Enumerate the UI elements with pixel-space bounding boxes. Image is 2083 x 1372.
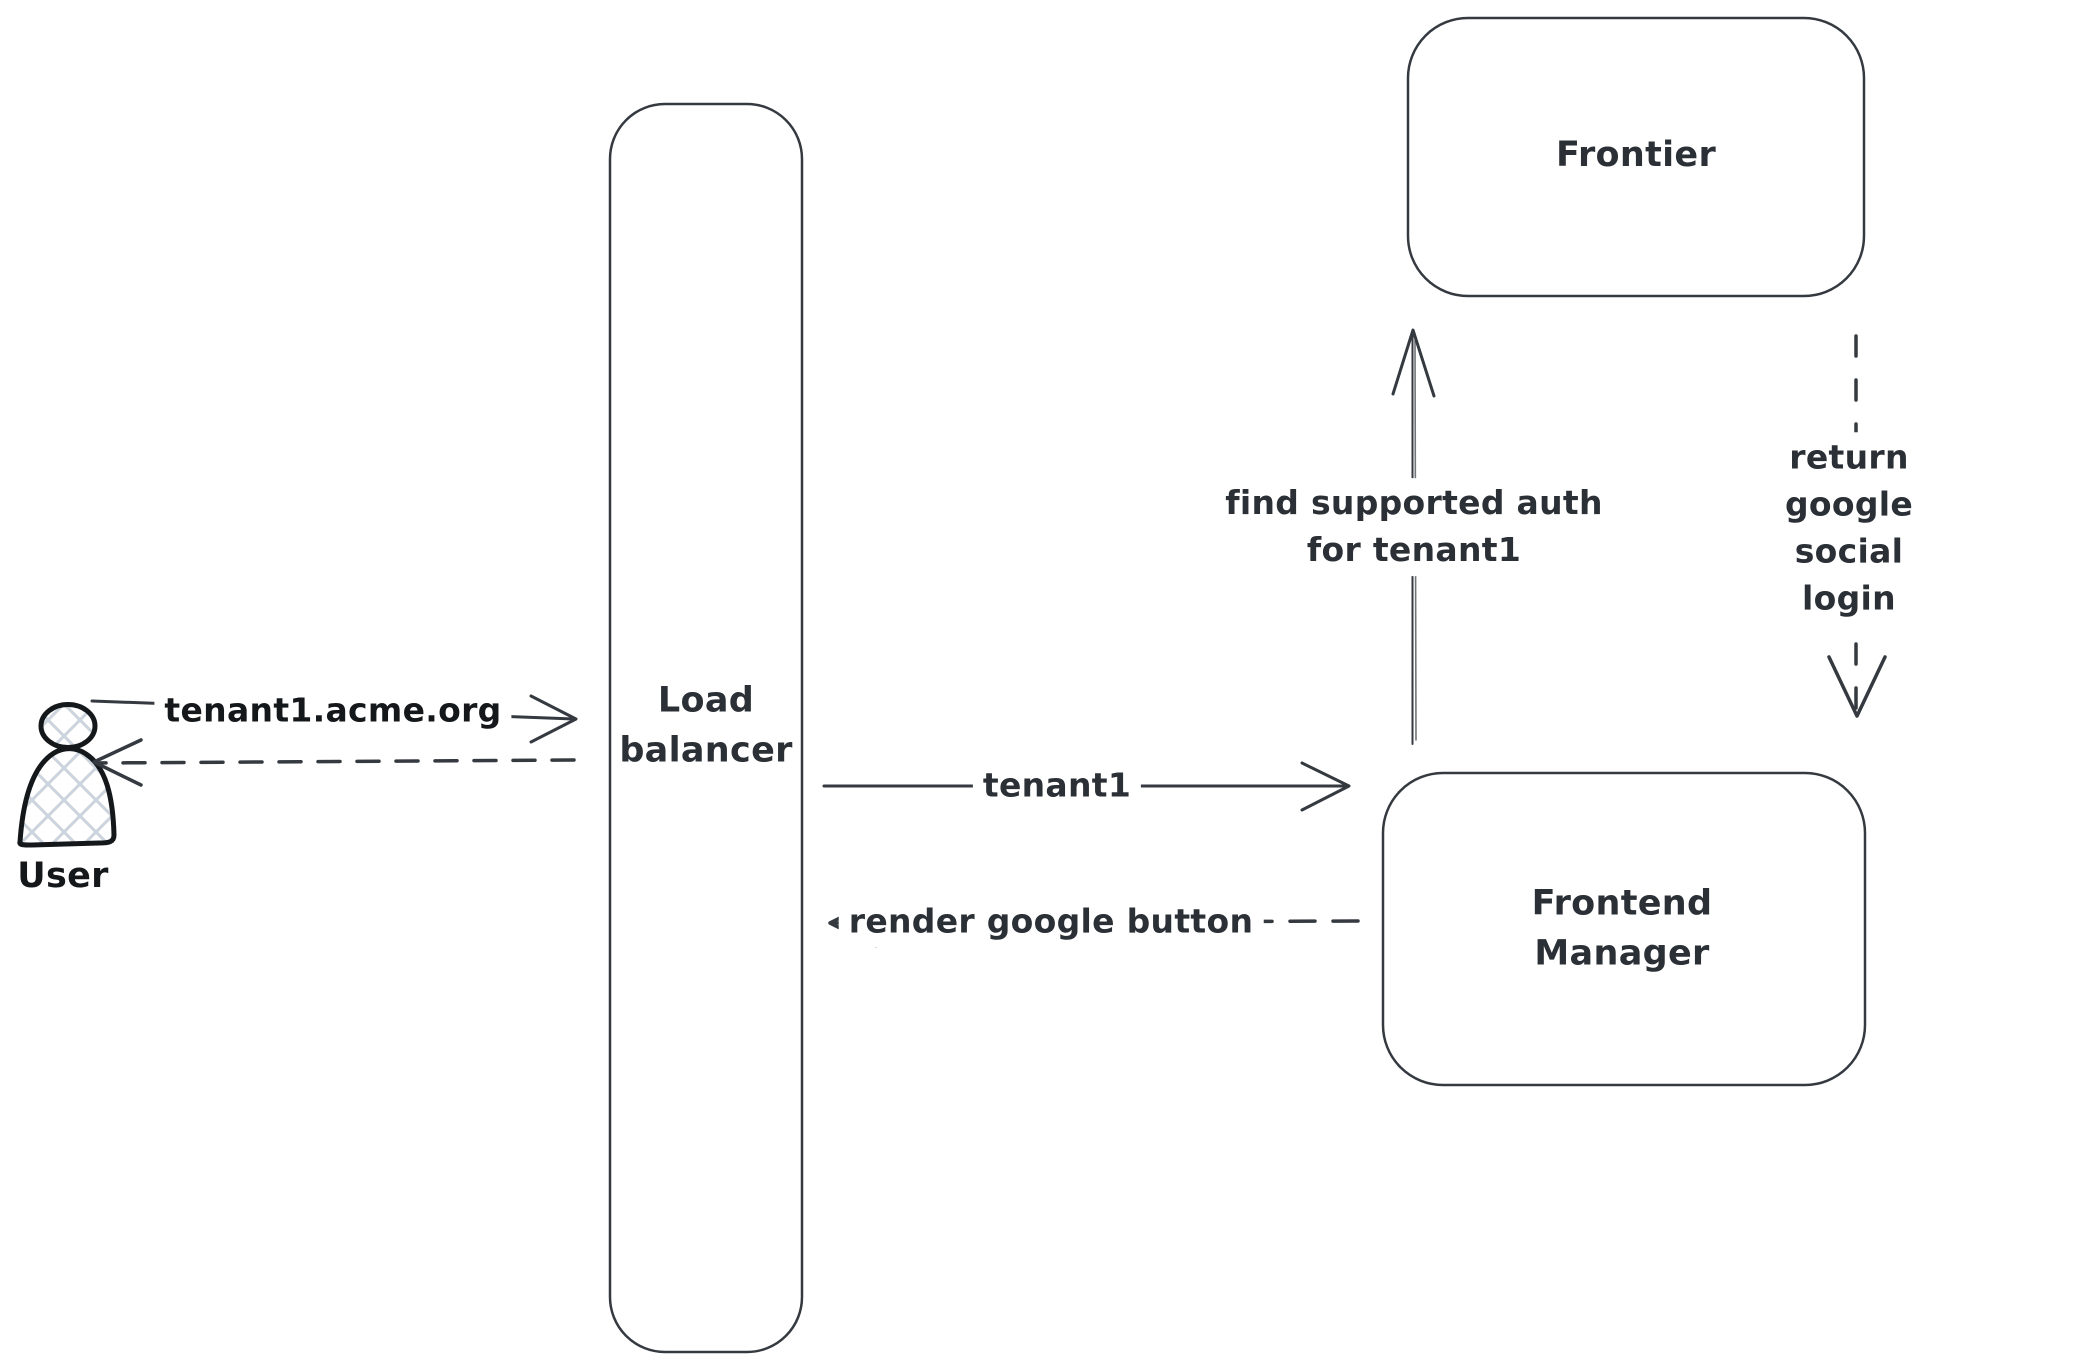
arrowhead-right-icon bbox=[529, 694, 578, 744]
frontier-label: Frontier bbox=[1555, 135, 1717, 176]
edge-label-return-google-social-login: return google social login bbox=[1732, 432, 1966, 624]
frontend-manager-box[interactable] bbox=[1381, 771, 1867, 1087]
arrowhead-up-icon bbox=[1391, 328, 1436, 398]
user-icon[interactable] bbox=[17, 702, 117, 848]
arrowhead-right-icon bbox=[1300, 761, 1351, 812]
user-icon-body bbox=[17, 746, 117, 848]
arrowhead-left-icon bbox=[92, 738, 143, 787]
user-icon-head bbox=[38, 702, 98, 750]
edge-load-balancer-to-user bbox=[92, 738, 576, 787]
arrowhead-down-icon bbox=[1827, 655, 1887, 718]
edge-line bbox=[94, 758, 576, 765]
frontend-manager-label: Frontend Manager bbox=[1531, 883, 1713, 973]
edge-label-find-supported-auth: find supported auth for tenant1 bbox=[1215, 478, 1613, 576]
edge-label-tenant1: tenant1 bbox=[972, 760, 1142, 812]
edge-label-render-google-button: render google button bbox=[838, 896, 1264, 948]
edge-label-tenant1-acme-org: tenant1.acme.org bbox=[154, 685, 512, 737]
frontier-box[interactable] bbox=[1406, 16, 1866, 298]
load-balancer-box[interactable] bbox=[608, 102, 804, 1354]
user-label: User bbox=[17, 856, 109, 897]
load-balancer-label: Load balancer bbox=[619, 680, 793, 770]
